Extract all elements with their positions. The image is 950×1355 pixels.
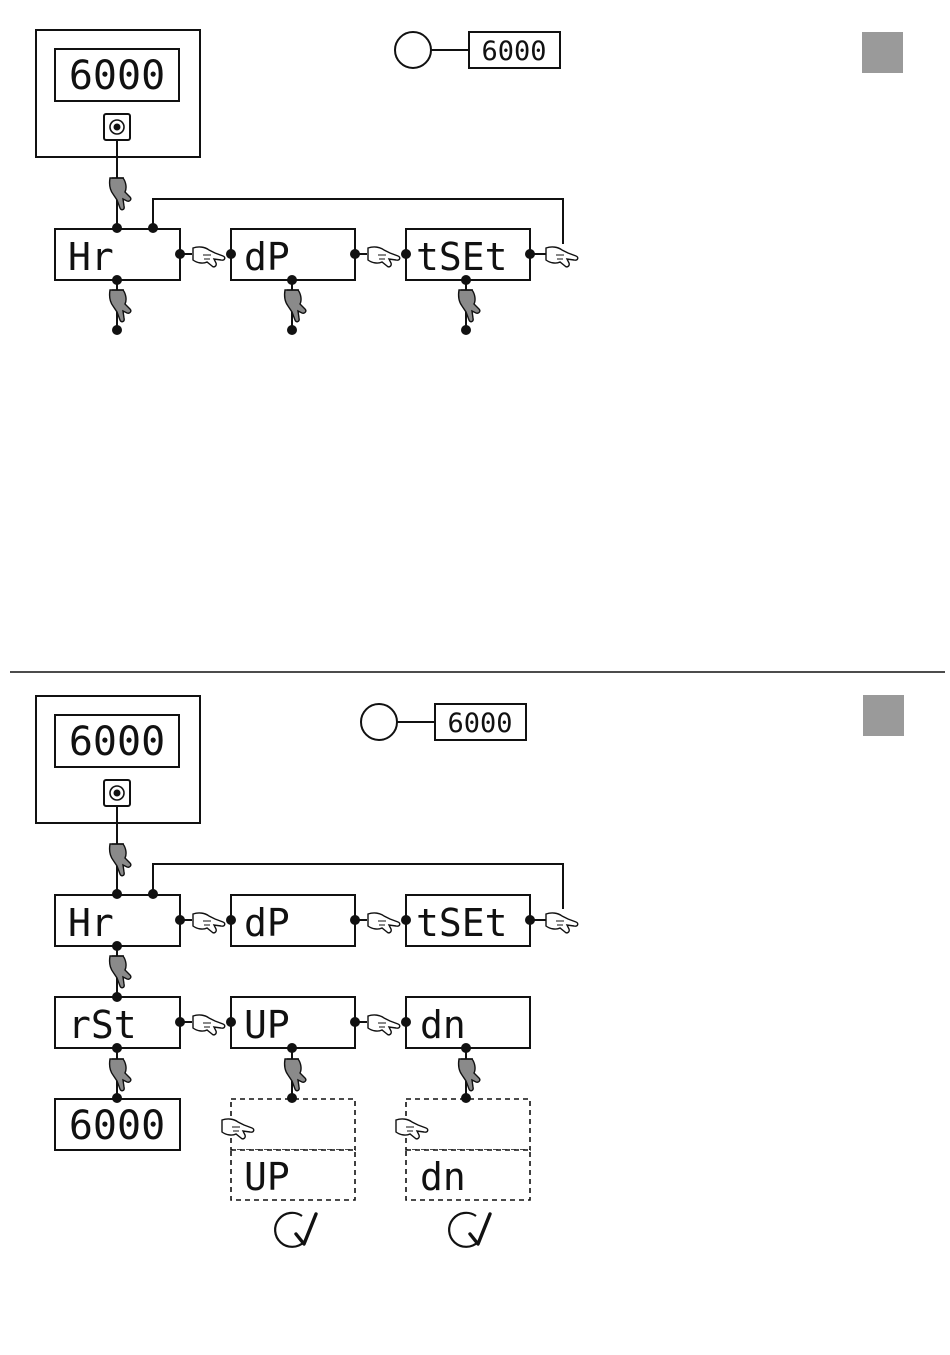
hold-hand-icon [285,290,306,322]
indicator-display-value: 6000 [481,36,546,67]
dn-hold-step [406,1099,530,1150]
pointing-hand-icon [193,1015,225,1035]
pointing-hand-icon [368,247,400,267]
menu-item-dp-label: dP [244,901,290,945]
indicator-circle-icon [361,704,397,740]
cycle-arrow-icon [449,1213,490,1247]
pointing-hand-icon [546,247,578,267]
push-button-icon[interactable] [104,780,130,806]
dn-result-label: dn [420,1155,466,1199]
hold-hand-icon [110,178,131,210]
pointing-hand-icon [546,913,578,933]
pointing-hand-icon [193,913,225,933]
pointing-hand-icon [368,913,400,933]
submenu-item-dn-label: dn [420,1003,466,1047]
reset-result-value: 6000 [69,1103,165,1149]
up-result-label: UP [244,1155,290,1199]
menu-item-hr-label: Hr [68,901,114,945]
section-marker [863,695,904,736]
hold-hand-icon [285,1059,306,1091]
indicator-display-value: 6000 [447,708,512,739]
bottom-diagram: 6000 6000 Hr dP tSEt rSt [36,695,904,1247]
submenu-item-up-label: UP [244,1003,290,1047]
device-display-value: 6000 [69,53,165,99]
section-marker [862,32,903,73]
pointing-hand-icon [368,1015,400,1035]
up-hold-step [231,1099,355,1150]
top-diagram: 6000 6000 Hr dP tSEt [36,30,903,335]
hold-hand-icon [110,844,131,876]
submenu-item-rst-label: rSt [68,1003,137,1047]
menu-item-dp-label: dP [244,235,290,279]
hold-hand-icon [459,1059,480,1091]
pointing-hand-icon [193,247,225,267]
menu-item-hr-label: Hr [68,235,114,279]
push-button-icon[interactable] [104,114,130,140]
hold-hand-icon [110,290,131,322]
menu-item-tset-label: tSEt [416,235,508,279]
hold-hand-icon [110,1059,131,1091]
indicator-circle-icon [395,32,431,68]
device-display-value: 6000 [69,719,165,765]
menu-item-tset-label: tSEt [416,901,508,945]
hold-hand-icon [110,956,131,988]
cycle-arrow-icon [275,1213,316,1247]
hold-hand-icon [459,290,480,322]
